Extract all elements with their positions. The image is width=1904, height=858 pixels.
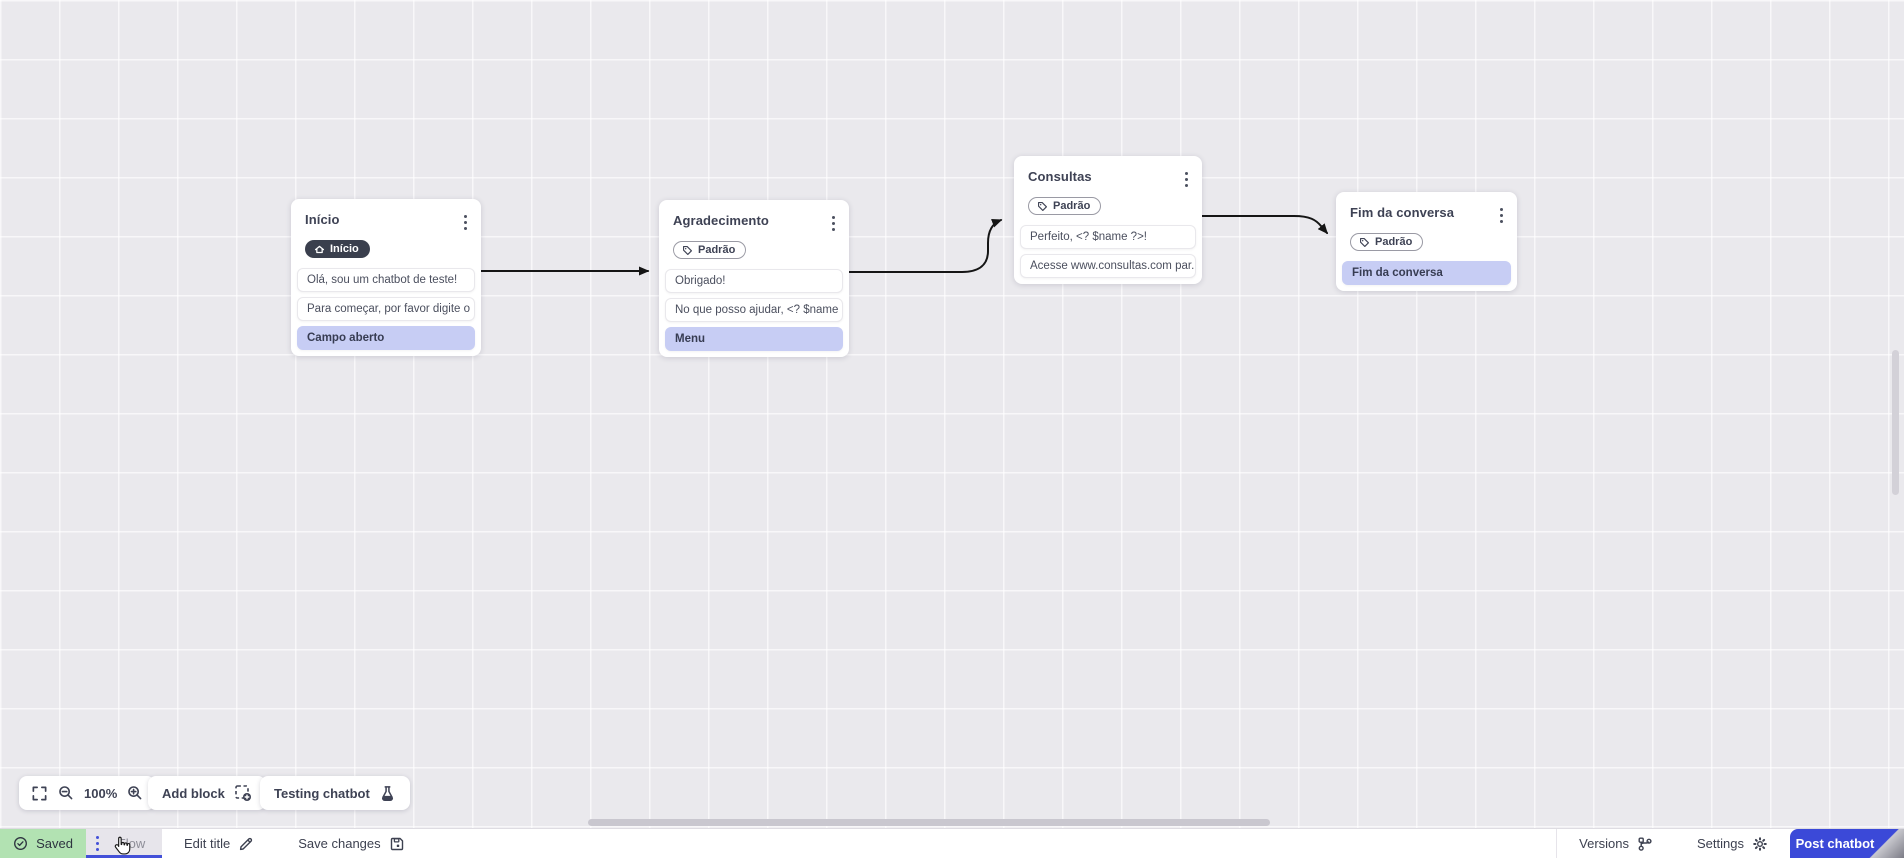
testing-chatbot-button[interactable]: Testing chatbot bbox=[260, 776, 410, 810]
flow-tab-kebab-icon[interactable] bbox=[96, 836, 99, 851]
post-chatbot-button[interactable]: Post chatbot bbox=[1790, 829, 1904, 858]
tag-icon bbox=[683, 245, 692, 255]
home-icon bbox=[314, 245, 325, 253]
zoom-toolbar: 100% bbox=[19, 776, 156, 810]
add-block-label: Add block bbox=[162, 785, 225, 801]
save-changes-button[interactable]: Save changes bbox=[276, 829, 426, 858]
edit-title-label: Edit title bbox=[184, 836, 231, 851]
versions-label: Versions bbox=[1579, 836, 1630, 851]
git-branch-icon bbox=[1638, 837, 1652, 851]
zoom-out-icon[interactable] bbox=[58, 785, 74, 801]
edit-title-button[interactable]: Edit title bbox=[162, 829, 276, 858]
tab-flow[interactable]: Flow bbox=[86, 829, 162, 858]
gear-icon bbox=[1753, 836, 1767, 851]
flow-node-agradecimento[interactable]: Agradecimento Padrão Obrigado! No que po… bbox=[659, 200, 849, 357]
start-badge: Início bbox=[305, 240, 370, 258]
input-row[interactable]: Campo aberto bbox=[297, 325, 475, 350]
tag-icon bbox=[1360, 237, 1369, 247]
padrao-badge-label: Padrão bbox=[698, 244, 736, 256]
message-row[interactable]: Acesse www.consultas.com par... bbox=[1020, 253, 1196, 278]
flow-connectors bbox=[480, 215, 1328, 276]
status-bar-right-group: Versions Settings Post chatbot bbox=[1556, 829, 1904, 858]
saved-status-badge: Saved bbox=[0, 829, 86, 858]
input-row[interactable]: Fim da conversa bbox=[1342, 260, 1511, 285]
post-chatbot-label: Post chatbot bbox=[1795, 836, 1875, 851]
add-block-button[interactable]: Add block bbox=[148, 776, 266, 810]
node-title: Agradecimento bbox=[673, 213, 769, 228]
fit-screen-icon[interactable] bbox=[31, 785, 48, 802]
padrao-badge: Padrão bbox=[673, 241, 747, 259]
saved-label: Saved bbox=[36, 836, 73, 851]
floppy-icon bbox=[390, 837, 403, 850]
vertical-scrollbar[interactable] bbox=[1892, 350, 1899, 495]
tag-icon bbox=[1038, 201, 1047, 211]
testing-chatbot-label: Testing chatbot bbox=[274, 785, 370, 801]
message-row[interactable]: Obrigado! bbox=[665, 268, 843, 293]
flow-node-consultas[interactable]: Consultas Padrão Perfeito, <? $name ?>! … bbox=[1014, 156, 1202, 284]
kebab-menu-icon[interactable] bbox=[1179, 169, 1194, 190]
zoom-in-icon[interactable] bbox=[127, 785, 143, 801]
flow-tab-label: Flow bbox=[117, 836, 146, 851]
settings-button[interactable]: Settings bbox=[1675, 829, 1790, 858]
status-bar: Saved Flow Edit title Save changes Versi… bbox=[0, 828, 1904, 858]
node-title: Fim da conversa bbox=[1350, 205, 1455, 220]
check-circle-icon bbox=[14, 837, 28, 850]
flask-icon bbox=[379, 785, 396, 802]
settings-label: Settings bbox=[1697, 836, 1744, 851]
kebab-menu-icon[interactable] bbox=[1494, 205, 1509, 226]
message-row[interactable]: Perfeito, <? $name ?>! bbox=[1020, 224, 1196, 249]
pencil-icon bbox=[240, 837, 253, 850]
padrao-badge-label: Padrão bbox=[1375, 236, 1413, 248]
padrao-badge-label: Padrão bbox=[1053, 200, 1091, 212]
kebab-menu-icon[interactable] bbox=[826, 213, 841, 234]
padrao-badge: Padrão bbox=[1028, 197, 1102, 215]
versions-button[interactable]: Versions bbox=[1557, 829, 1675, 858]
add-block-icon bbox=[234, 784, 252, 802]
flow-canvas[interactable]: Início Início Olá, sou um chatbot de tes… bbox=[0, 0, 1904, 828]
kebab-menu-icon[interactable] bbox=[458, 212, 473, 233]
horizontal-scrollbar[interactable] bbox=[588, 819, 1270, 826]
node-title: Início bbox=[305, 212, 340, 227]
input-row[interactable]: Menu bbox=[665, 326, 843, 351]
active-tab-underline bbox=[86, 855, 162, 858]
flow-node-fim-da-conversa[interactable]: Fim da conversa Padrão Fim da conversa bbox=[1336, 192, 1517, 291]
connector-agradecimento-consultas bbox=[848, 218, 1003, 273]
flow-node-inicio[interactable]: Início Início Olá, sou um chatbot de tes… bbox=[291, 199, 481, 356]
message-row[interactable]: Para começar, por favor digite o ... bbox=[297, 296, 475, 321]
message-row[interactable]: No que posso ajudar, <? $name ... bbox=[665, 297, 843, 322]
start-badge-label: Início bbox=[330, 243, 359, 255]
upload-icon bbox=[1884, 837, 1897, 850]
save-changes-label: Save changes bbox=[298, 836, 381, 851]
zoom-level: 100% bbox=[84, 785, 118, 801]
node-title: Consultas bbox=[1028, 169, 1092, 184]
connector-consultas-fim bbox=[1201, 215, 1328, 235]
padrao-badge: Padrão bbox=[1350, 233, 1424, 251]
message-row[interactable]: Olá, sou um chatbot de teste! bbox=[297, 267, 475, 292]
